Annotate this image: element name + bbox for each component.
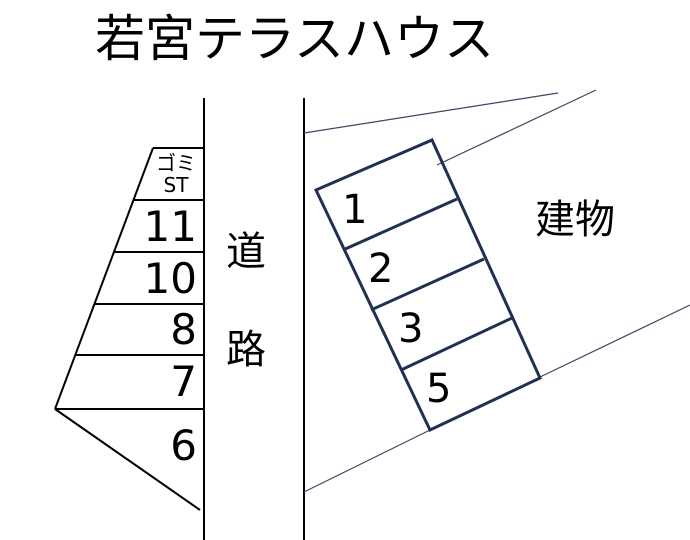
page-title: 若宮テラスハウス: [95, 10, 494, 68]
space-5: 5: [426, 366, 452, 412]
space-11: 11: [143, 202, 197, 251]
right-lot-divider: [400, 316, 513, 372]
space-6: 6: [170, 421, 197, 470]
space-2: 2: [368, 246, 394, 292]
building-label: 建物: [535, 197, 615, 243]
space-1: 1: [342, 187, 368, 233]
garbage-station-label: ゴミ ST: [146, 152, 206, 196]
road-label-char-1: 道: [226, 229, 266, 275]
boundary-top-line-2: [436, 89, 597, 166]
space-7: 7: [170, 357, 197, 406]
road-label-char-2: 路: [226, 327, 266, 373]
right-lot-divider: [370, 257, 485, 312]
space-10: 10: [143, 254, 197, 303]
space-3: 3: [398, 306, 424, 352]
space-8: 8: [170, 305, 197, 354]
left-lot-bottom-diagonal: [54, 408, 201, 511]
boundary-bottom-line-1: [303, 429, 431, 493]
left-lot-slant-edge: [54, 147, 154, 410]
right-lot-divider: [342, 197, 458, 252]
garbage-station-label-line1: ゴミ: [156, 151, 196, 175]
right-lot-outline: [313, 138, 542, 432]
boundary-top-line-1: [303, 92, 559, 134]
boundary-bottom-line-2: [537, 304, 690, 379]
garbage-station-label-line2: ST: [163, 173, 189, 197]
